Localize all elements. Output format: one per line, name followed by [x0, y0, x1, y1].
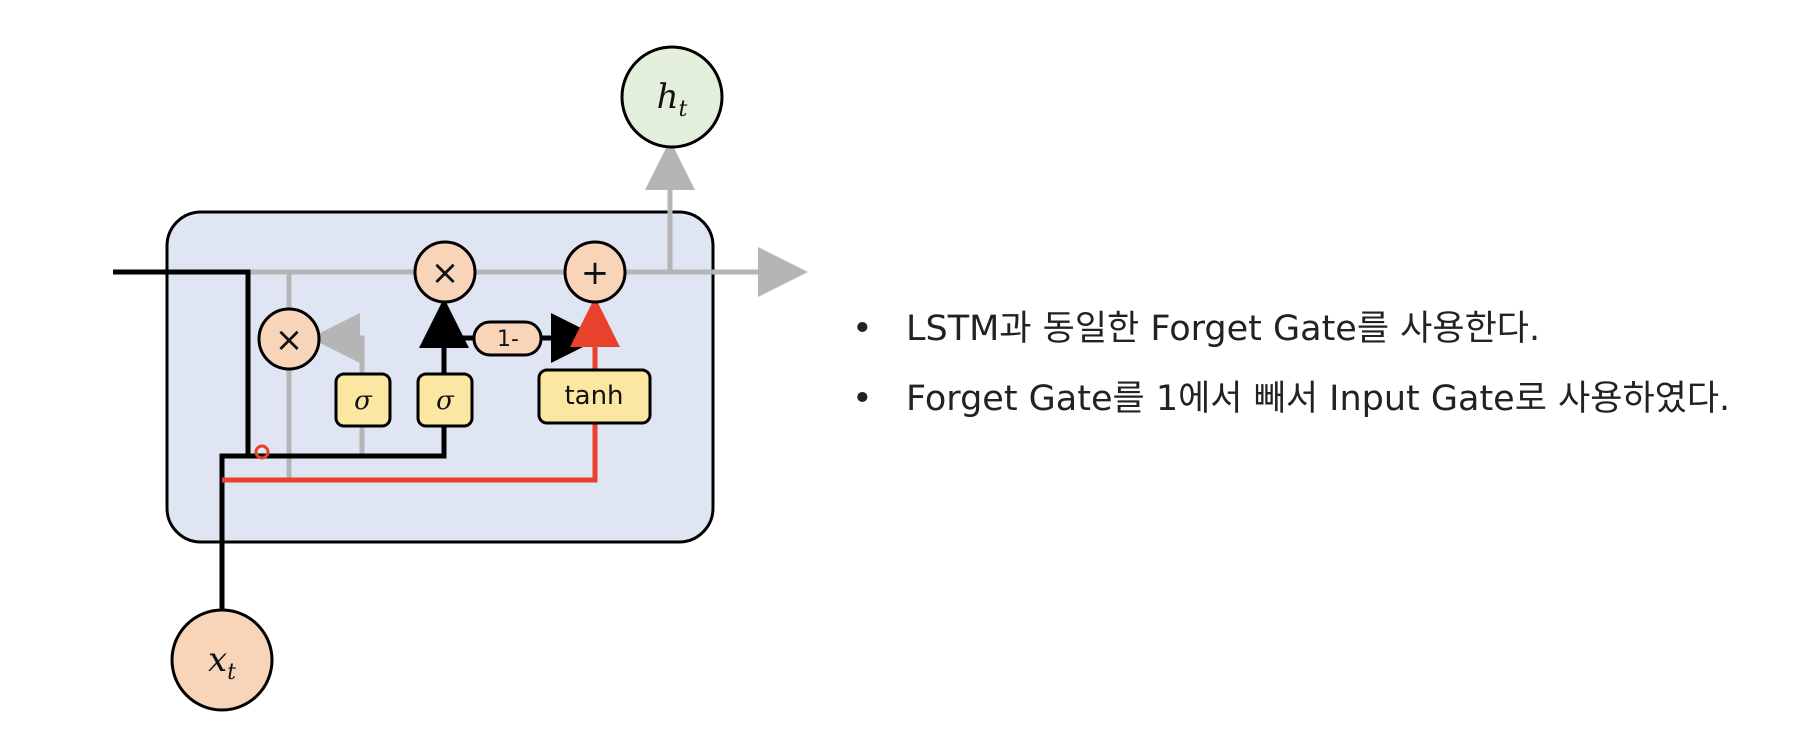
multiply-top-node: ×: [413, 240, 477, 304]
sigma-update-gate: σ: [416, 372, 474, 428]
multiply-left-node: ×: [257, 307, 321, 371]
sigma-label: σ: [436, 386, 455, 416]
sigma-reset-gate: σ: [334, 372, 392, 428]
note-item: LSTM과 동일한 Forget Gate를 사용한다.: [852, 305, 1730, 353]
input-subscript: t: [227, 660, 236, 685]
previous-state-line: [113, 269, 251, 456]
note-item: Forget Gate를 1에서 빼서 Input Gate로 사용하였다.: [852, 375, 1730, 423]
red-paths: [222, 297, 620, 483]
sigma-label: σ: [354, 386, 373, 416]
add-top-node: +: [563, 240, 627, 304]
output-symbol: h: [657, 77, 679, 117]
candidate-path: [222, 297, 620, 483]
one-minus-node: 1-: [472, 320, 543, 357]
one-minus-label: 1-: [497, 327, 519, 352]
tanh-gate: tanh: [537, 368, 652, 425]
svg-text:ht: ht: [657, 77, 688, 122]
cursor-dot: [254, 444, 270, 460]
input-node: xt: [170, 608, 274, 712]
output-node: ht: [620, 45, 724, 149]
output-subscript: t: [679, 97, 688, 122]
plus-icon: +: [581, 253, 610, 293]
multiply-icon: ×: [275, 320, 304, 360]
svg-text:xt: xt: [208, 640, 236, 685]
input-symbol: x: [208, 640, 227, 680]
tanh-label: tanh: [564, 381, 623, 411]
multiply-icon: ×: [431, 253, 460, 293]
notes-list: LSTM과 동일한 Forget Gate를 사용한다. Forget Gate…: [852, 305, 1730, 445]
